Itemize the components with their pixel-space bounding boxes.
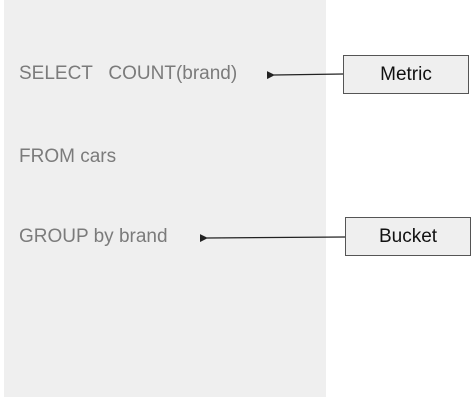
bucket-label: Bucket xyxy=(378,225,438,247)
sql-select-line: SELECT COUNT(brand) xyxy=(19,63,238,84)
metric-arrow xyxy=(266,71,344,80)
bucket-arrow xyxy=(199,234,346,243)
metric-label-box: Metric xyxy=(343,55,469,94)
metric-label: Metric xyxy=(380,63,432,85)
sql-group-line: GROUP by brand xyxy=(19,226,168,247)
bucket-label-box: Bucket xyxy=(345,217,471,256)
sql-query-panel: SELECT COUNT(brand) FROM cars GROUP by b… xyxy=(4,0,326,397)
sql-from-line: FROM cars xyxy=(19,146,117,167)
